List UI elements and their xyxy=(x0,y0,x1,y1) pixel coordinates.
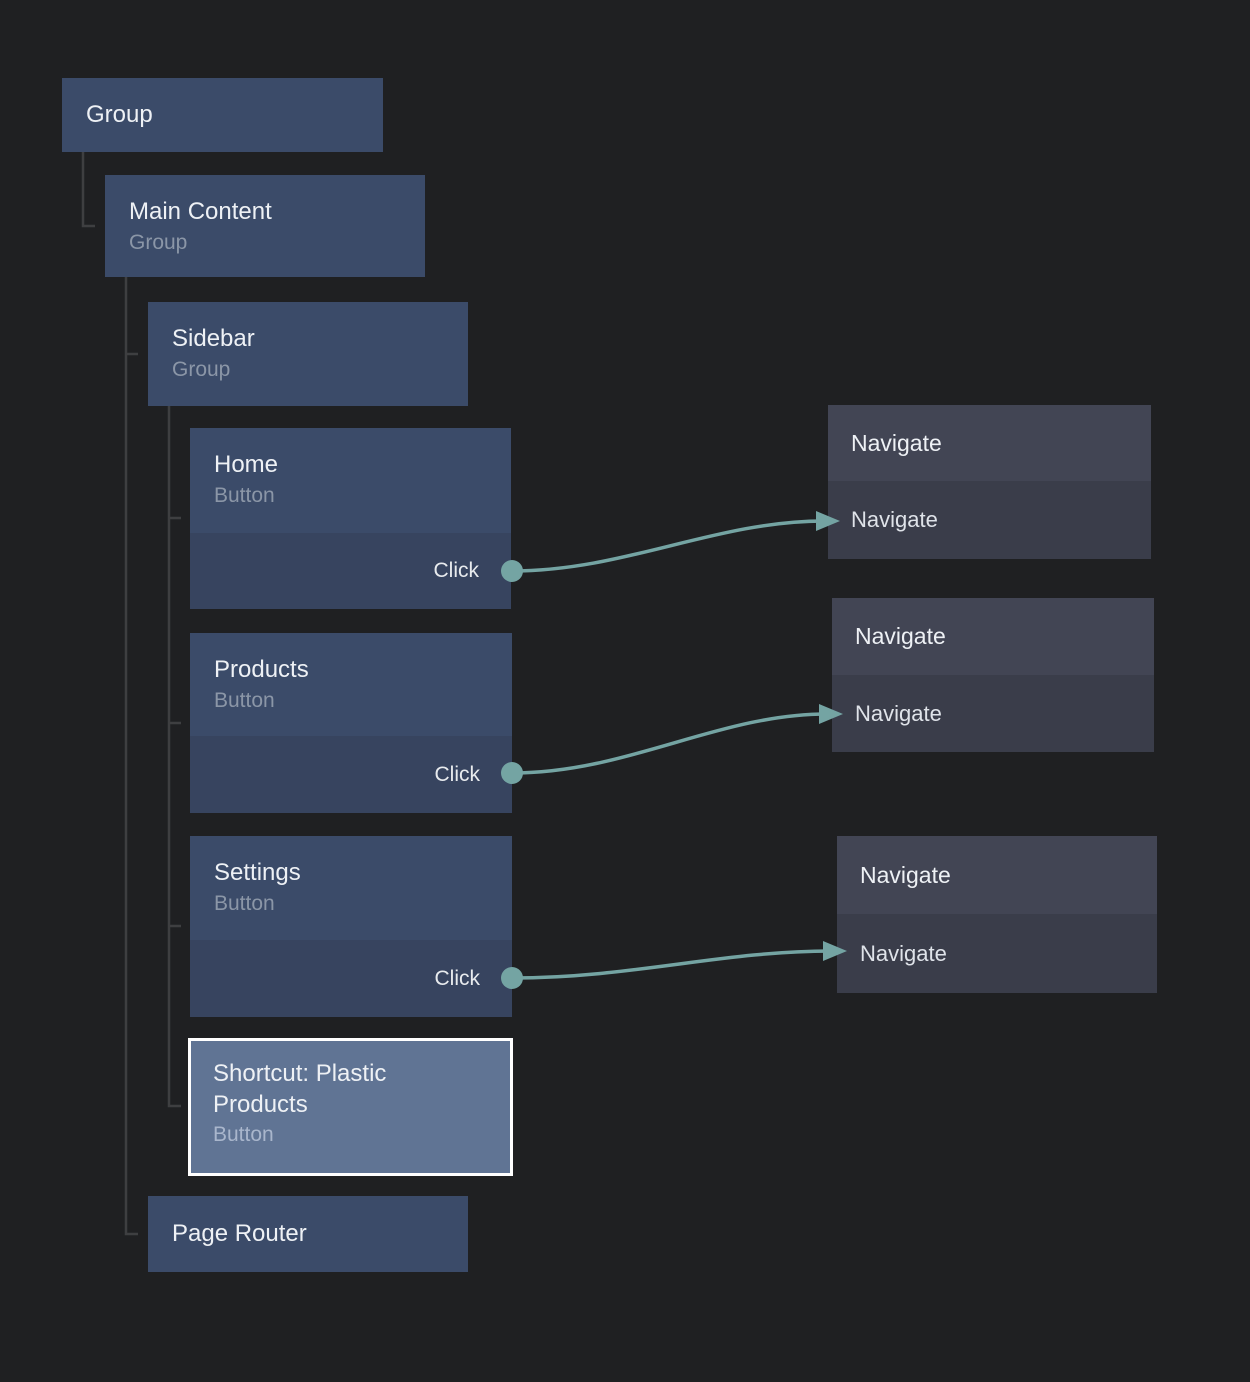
node-header: Home Button xyxy=(190,428,511,511)
action-node-navigate-2[interactable]: Navigate Navigate xyxy=(832,598,1154,752)
node-title: Shortcut: Plastic Products xyxy=(213,1060,387,1118)
action-title: Navigate xyxy=(851,429,942,456)
edge-products-click-navigate xyxy=(511,712,828,775)
action-node-header: Navigate xyxy=(832,598,1154,675)
node-subtitle: Group xyxy=(172,358,231,381)
action-input-port-row[interactable]: Navigate xyxy=(832,675,1154,752)
node-home-button[interactable]: Home Button Click xyxy=(190,428,511,609)
node-title: Group xyxy=(86,101,153,128)
node-subtitle: Button xyxy=(214,892,275,915)
node-title: Products xyxy=(214,656,309,683)
node-subtitle: Button xyxy=(214,689,275,712)
action-node-header: Navigate xyxy=(828,405,1151,481)
edge-home-click-navigate xyxy=(511,519,825,573)
node-header: Settings Button xyxy=(190,836,512,919)
click-event-port-row[interactable]: Click xyxy=(190,736,512,813)
action-input-port-row[interactable]: Navigate xyxy=(837,914,1157,993)
click-event-port-row[interactable]: Click xyxy=(190,533,511,609)
action-input-port-row[interactable]: Navigate xyxy=(828,481,1151,559)
action-title: Navigate xyxy=(860,861,951,888)
node-page-router[interactable]: Page Router xyxy=(148,1196,468,1272)
action-node-navigate-1[interactable]: Navigate Navigate xyxy=(828,405,1151,559)
node-title: Home xyxy=(214,451,279,478)
node-title: Page Router xyxy=(172,1220,307,1247)
edge-settings-click-navigate xyxy=(511,949,832,980)
tree-connector-maincontent-children xyxy=(124,277,138,1236)
node-shortcut-plastic-products-selected[interactable]: Shortcut: Plastic Products Button xyxy=(188,1038,513,1176)
node-sidebar[interactable]: Sidebar Group xyxy=(148,302,468,406)
node-main-content[interactable]: Main Content Group xyxy=(105,175,425,277)
action-port-label: Navigate xyxy=(860,940,947,966)
action-node-header: Navigate xyxy=(837,836,1157,914)
tree-connector-group-maincontent xyxy=(81,152,95,228)
node-subtitle: Button xyxy=(213,1123,274,1146)
node-subtitle: Button xyxy=(214,484,275,507)
node-title: Settings xyxy=(214,859,301,886)
node-title: Main Content xyxy=(129,198,272,225)
node-subtitle: Group xyxy=(129,231,188,254)
node-settings-button[interactable]: Settings Button Click xyxy=(190,836,512,1017)
action-title: Navigate xyxy=(855,623,946,649)
node-header: Sidebar Group xyxy=(148,302,468,385)
tree-connector-sidebar-children xyxy=(167,406,181,1108)
node-products-button[interactable]: Products Button Click xyxy=(190,633,512,813)
action-port-label: Navigate xyxy=(855,700,942,726)
action-port-label: Navigate xyxy=(851,507,938,532)
node-group[interactable]: Group xyxy=(62,78,383,152)
port-label: Click xyxy=(433,559,480,582)
node-header: Shortcut: Plastic Products Button xyxy=(191,1041,510,1150)
port-label: Click xyxy=(434,762,481,786)
port-label: Click xyxy=(434,966,481,990)
node-header: Products Button xyxy=(190,633,512,716)
click-event-port-row[interactable]: Click xyxy=(190,940,512,1017)
node-header: Main Content Group xyxy=(105,175,425,258)
node-title: Sidebar xyxy=(172,325,255,352)
action-node-navigate-3[interactable]: Navigate Navigate xyxy=(837,836,1157,993)
